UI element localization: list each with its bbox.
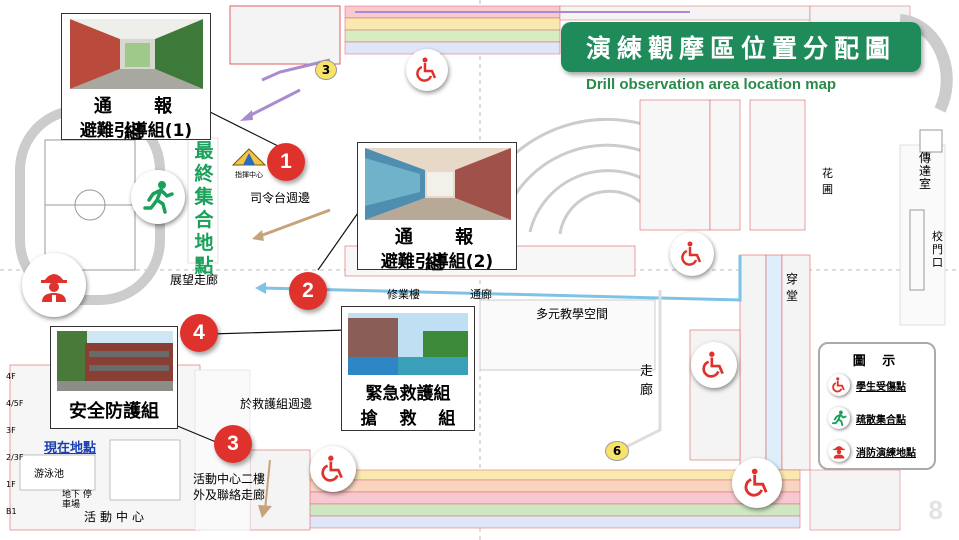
page-title: 演練觀摩區位置分配圖 bbox=[561, 22, 921, 72]
building-tong-label: 通廊 bbox=[470, 288, 492, 301]
card-2-line2: 避難引導組(2) bbox=[380, 252, 494, 272]
multi-space-label: 多元教學空間 bbox=[536, 307, 609, 321]
marker-number-4: 4 bbox=[180, 314, 218, 352]
legend-label-firedrill: 消防演練地點 bbox=[856, 447, 916, 459]
fire-drill-marker bbox=[22, 253, 86, 317]
legend-row-firedrill: 消防演練地點 bbox=[828, 440, 916, 462]
card-2-line1: 通 報 組 bbox=[394, 227, 492, 274]
running-person-icon bbox=[143, 181, 174, 214]
injured-marker-bottom-middle bbox=[310, 446, 356, 492]
card-1-line1: 通 報 組 bbox=[93, 96, 191, 143]
floor-labels: 4F 4/5F 3F 2/3F 1F B1 bbox=[6, 372, 24, 516]
running-person-icon bbox=[831, 410, 847, 426]
legend: 圖 示 學生受傷點 疏散集合點 消 bbox=[818, 342, 936, 470]
photo-corridor-1 bbox=[70, 19, 203, 89]
route-3-marker: 3 bbox=[315, 60, 337, 80]
firefighter-icon bbox=[41, 274, 67, 302]
school-gate-label: 校門口 bbox=[932, 230, 943, 269]
photo-court bbox=[348, 313, 468, 375]
injured-marker-top bbox=[406, 49, 448, 91]
legend-row-injured: 學生受傷點 bbox=[828, 374, 906, 396]
marker-number-1: 1 bbox=[267, 143, 305, 181]
card-4-line2: 搶 救 組 bbox=[360, 409, 464, 429]
card-reporting-evacuation-2: 通 報 組 避難引導組(2) bbox=[357, 142, 517, 274]
building-xiu-label: 修業樓 bbox=[387, 288, 420, 301]
area-label-2: 展望走廊 bbox=[170, 273, 219, 287]
marker-number-2: 2 bbox=[289, 272, 327, 310]
wheelchair-icon bbox=[702, 351, 724, 378]
assembly-point-marker bbox=[131, 170, 185, 224]
tent-icon bbox=[231, 148, 267, 166]
photo-activity-center bbox=[57, 331, 173, 391]
injured-marker-right-upper bbox=[670, 232, 714, 276]
basement-label: 地下 停車場 bbox=[62, 490, 92, 510]
page-number: 8 bbox=[928, 495, 943, 525]
firefighter-icon bbox=[833, 446, 845, 459]
legend-label-assembly: 疏散集合點 bbox=[856, 414, 906, 426]
area-label-1: 司令台週邊 bbox=[250, 191, 311, 205]
corridor-through-label: 穿 堂 bbox=[786, 272, 799, 303]
card-emergency-rescue: 緊急救護組 搶 救 組 bbox=[341, 306, 475, 431]
guard-room-label: 傳達室 bbox=[919, 151, 932, 191]
command-center-marker: 指揮中心 bbox=[231, 148, 267, 180]
legend-label-injured: 學生受傷點 bbox=[856, 381, 906, 393]
current-location-label: 現在地點 bbox=[44, 441, 97, 456]
assembly-point-label: 最終集合地點 bbox=[194, 140, 214, 277]
wheelchair-icon bbox=[744, 468, 768, 497]
injured-marker-right-middle bbox=[691, 342, 737, 388]
card-3-line1: 安全防護組 bbox=[69, 401, 159, 422]
route-6-marker: 6 bbox=[605, 441, 629, 461]
wheelchair-icon bbox=[832, 377, 845, 393]
marker-number-3: 3 bbox=[214, 425, 252, 463]
area-label-4: 於救護組週邊 bbox=[240, 397, 313, 411]
activity-center-label: 活動中心 bbox=[84, 510, 149, 524]
page-subtitle: Drill observation area location map bbox=[586, 76, 837, 93]
wheelchair-icon bbox=[321, 455, 343, 482]
photo-corridor-2 bbox=[365, 148, 511, 220]
garden-label: 花 圃 bbox=[822, 167, 833, 196]
area-label-3a: 活動中心二樓 bbox=[193, 472, 266, 486]
injured-marker-bottom-right bbox=[732, 458, 782, 508]
legend-row-assembly: 疏散集合點 bbox=[828, 407, 906, 429]
card-1-line2: 避難引導組(1) bbox=[79, 121, 193, 141]
wheelchair-icon bbox=[416, 57, 437, 82]
corridor-label: 走 廊 bbox=[640, 364, 654, 398]
wheelchair-icon bbox=[681, 241, 702, 266]
card-4-line1: 緊急救護組 bbox=[365, 384, 451, 404]
card-safety-protection: 安全防護組 bbox=[50, 326, 178, 429]
area-label-3b: 外及聯絡走廊 bbox=[193, 488, 266, 502]
card-reporting-evacuation-1: 通 報 組 避難引導組(1) bbox=[61, 13, 211, 143]
pool-label: 游泳池 bbox=[34, 469, 64, 480]
legend-title: 圖 示 bbox=[852, 354, 902, 369]
